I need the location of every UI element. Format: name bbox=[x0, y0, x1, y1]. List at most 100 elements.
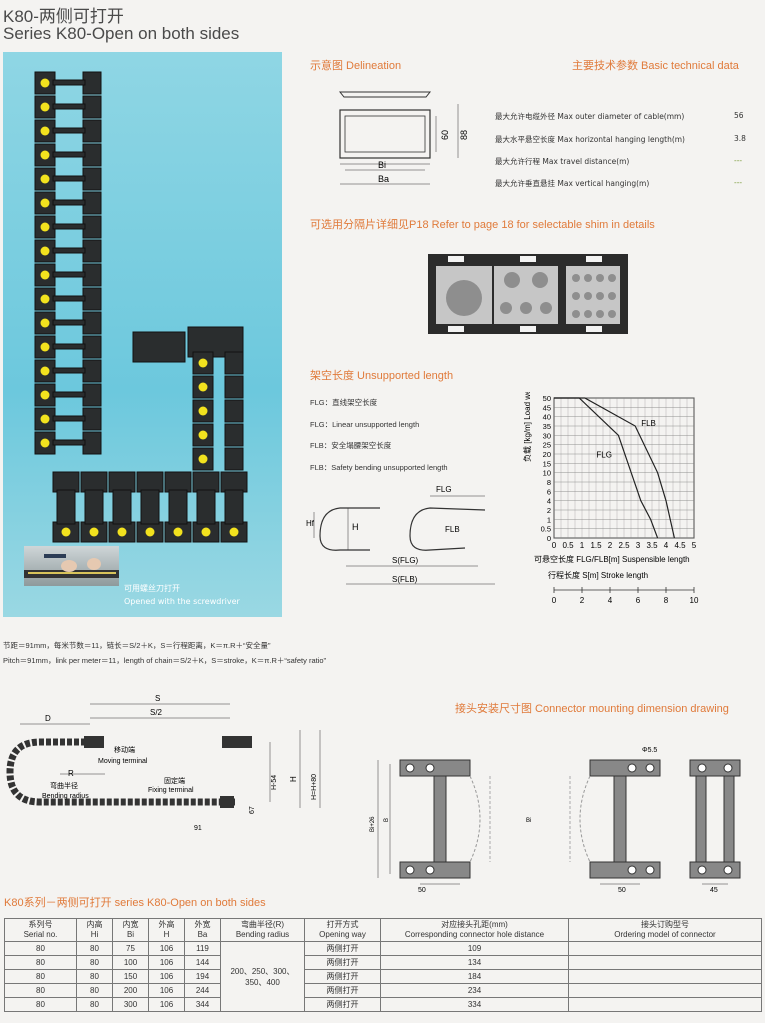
table-cell: 80 bbox=[76, 983, 113, 998]
tech-row-label: 最大允许行程 Max travel distance(m) bbox=[495, 157, 630, 166]
dim-b: B bbox=[384, 818, 390, 822]
y-tick-label: 35 bbox=[543, 422, 551, 431]
dim-bi-connector: Bi bbox=[526, 818, 531, 824]
fig-flg: FLG bbox=[436, 485, 452, 494]
table-cell: 80 bbox=[76, 969, 113, 984]
table-cell bbox=[568, 997, 762, 1012]
fig-h: H bbox=[352, 522, 359, 532]
x-tick-label: 2.5 bbox=[618, 541, 630, 550]
table-cell: 106 bbox=[148, 941, 185, 956]
table-cell-radius: 200、250、300、350、400 bbox=[220, 941, 305, 1012]
page-title-en: Series K80-Open on both sides bbox=[3, 24, 240, 43]
series-line-flb bbox=[554, 397, 675, 539]
table-cell: 234 bbox=[380, 983, 569, 998]
y-tick-label: 0.5 bbox=[541, 525, 551, 534]
table-cell: 200 bbox=[112, 983, 149, 998]
shim-drawing bbox=[428, 254, 628, 334]
table-cell: 106 bbox=[148, 955, 185, 970]
y-tick-label: 15 bbox=[543, 459, 551, 468]
tech-row-value: 3.8 bbox=[734, 134, 746, 143]
fixing-label-en: Fixing terminal bbox=[148, 787, 194, 794]
y-tick-label: 2 bbox=[547, 506, 551, 515]
y-tick-label: 4 bbox=[547, 497, 551, 506]
x2-tick-label: 6 bbox=[636, 596, 641, 605]
table-cell: 两侧打开 bbox=[304, 997, 381, 1012]
dim-45: 45 bbox=[710, 887, 718, 894]
fig-s-flb: S(FLB) bbox=[392, 575, 418, 584]
table-cell: 344 bbox=[184, 997, 221, 1012]
dim-h: H bbox=[289, 776, 298, 782]
x2-tick-label: 2 bbox=[580, 596, 585, 605]
table-cell: 两侧打开 bbox=[304, 969, 381, 984]
product-photo bbox=[3, 52, 282, 617]
y-tick-label: 25 bbox=[543, 441, 551, 450]
dim-bi26: Bi+26 bbox=[370, 816, 376, 832]
table-cell: 109 bbox=[380, 941, 569, 956]
x-tick-label: 0.5 bbox=[562, 541, 574, 550]
y-tick-label: 1 bbox=[547, 515, 551, 524]
y-tick-label: 10 bbox=[543, 469, 551, 478]
x-tick-label: 1.5 bbox=[590, 541, 602, 550]
x-tick-label: 5 bbox=[692, 541, 697, 550]
installation-drawing: S S/2 D 移动端 Moving terminal R 弯曲半径 Bendi… bbox=[6, 694, 321, 832]
x-tick-label: 3 bbox=[636, 541, 641, 550]
formula-cn: 节距＝91mm，每米节数＝11，链长＝S/2＋K，S＝行程距离，K＝π.R＋“安… bbox=[3, 641, 271, 650]
table-cell: 80 bbox=[4, 983, 77, 998]
col-radius: 弯曲半径(R)Bending radius bbox=[220, 918, 305, 942]
fixing-label-cn: 固定端 bbox=[164, 776, 185, 785]
fig-hf: Hf bbox=[306, 519, 315, 528]
x-tick-label: 3.5 bbox=[646, 541, 658, 550]
y-tick-label: 8 bbox=[547, 478, 551, 487]
table-cell: 244 bbox=[184, 983, 221, 998]
photo-caption-en: Opened with the screwdriver bbox=[124, 597, 240, 606]
table-cell bbox=[568, 983, 762, 998]
table-cell: 106 bbox=[148, 983, 185, 998]
dim-60: 60 bbox=[440, 130, 450, 140]
connector-drawing: Φ5.5 Bi+26 B Bi 50 50 45 bbox=[370, 747, 741, 894]
dim-bi: Bi bbox=[378, 160, 386, 170]
series-label: FLB bbox=[641, 419, 656, 428]
table-cell bbox=[568, 969, 762, 984]
dim-h54: H-54 bbox=[271, 775, 278, 790]
dim-r: R bbox=[68, 769, 74, 778]
table-cell: 两侧打开 bbox=[304, 941, 381, 956]
tech-row-label: 最大水平悬空长度 Max horizontal hanging length(m… bbox=[495, 135, 685, 144]
chart-ylabel: 负载 [kg/m] Load weight bbox=[522, 392, 532, 462]
legend-line: FLG：直线架空长度 bbox=[310, 398, 378, 407]
series-label: FLG bbox=[596, 450, 612, 459]
tech-row-value: --- bbox=[734, 156, 743, 165]
screwdriver-inset-photo bbox=[24, 546, 119, 586]
legend-line: FLB：安全塌腰架空长度 bbox=[310, 441, 392, 450]
series-line-flg bbox=[554, 397, 659, 539]
delineation-drawing: Bi Ba 60 88 bbox=[338, 91, 469, 185]
x-tick-label: 4 bbox=[664, 541, 669, 550]
unsupported-length-figure: Hf H FLG FLB S(FLG) S(FLB) bbox=[306, 485, 495, 585]
y-tick-label: 40 bbox=[543, 413, 551, 422]
connector-title: 接头安装尺寸图 Connector mounting dimension dra… bbox=[455, 703, 729, 715]
table-cell bbox=[568, 941, 762, 956]
table-cell: 150 bbox=[112, 969, 149, 984]
legend-line: FLG：Linear unsupported length bbox=[310, 420, 420, 429]
table-cell: 80 bbox=[76, 941, 113, 956]
dim-50-left: 50 bbox=[418, 887, 426, 894]
dim-h-full: H=H+80 bbox=[311, 774, 318, 800]
x-tick-label: 2 bbox=[608, 541, 613, 550]
x2-tick-label: 8 bbox=[664, 596, 669, 605]
load-weight-chart: 负载 [kg/m] Load weight 504540353025201510… bbox=[522, 392, 699, 605]
table-cell: 106 bbox=[148, 969, 185, 984]
y-tick-label: 20 bbox=[543, 450, 551, 459]
chart-xlabel2: 行程长度 S[m] Stroke length bbox=[548, 570, 648, 580]
tech-row-label: 最大允许电缆外径 Max outer diameter of cable(mm) bbox=[495, 112, 685, 121]
table-cell: 两侧打开 bbox=[304, 983, 381, 998]
y-tick-label: 45 bbox=[543, 403, 551, 412]
unsupported-title: 架空长度 Unsupported length bbox=[310, 370, 454, 382]
dim-91: 91 bbox=[194, 825, 202, 832]
